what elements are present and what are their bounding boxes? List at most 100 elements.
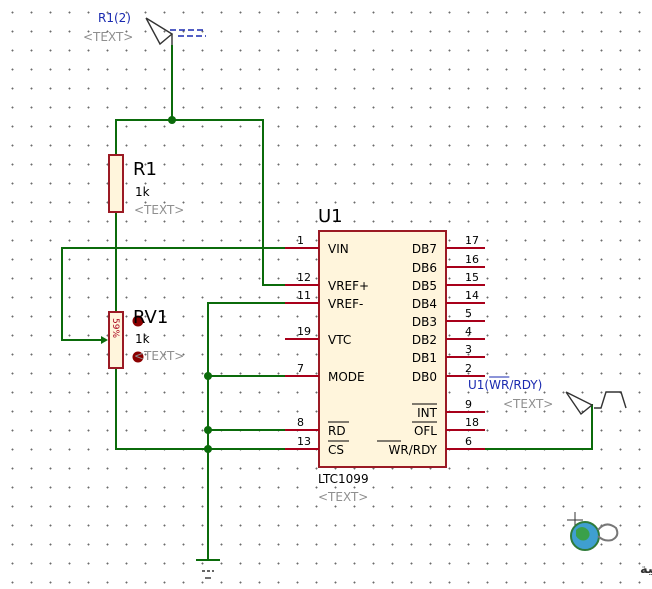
pin-number: 17 xyxy=(465,234,479,247)
pin-number: 4 xyxy=(465,325,472,338)
pin-number: 12 xyxy=(297,271,311,284)
pin-label: DB1 xyxy=(412,351,437,365)
pin-number: 1 xyxy=(297,234,304,247)
junction-cs xyxy=(204,445,212,453)
terminal-r1-2[interactable]: R1(2) <TEXT> xyxy=(83,11,206,46)
pin-label: MODE xyxy=(328,370,365,384)
r1-ref: R1 xyxy=(133,159,157,180)
rv1-ref: RV1 xyxy=(133,307,168,328)
pulse-waveform-icon xyxy=(594,391,627,409)
rv1-text: <TEXT> xyxy=(134,349,184,363)
terminal-u1-wr-rdy[interactable]: U1(WR/RDY) <TEXT> xyxy=(468,376,627,416)
junction-rd xyxy=(204,426,212,434)
pin-number: 9 xyxy=(465,398,472,411)
resistor-r1[interactable]: R1 1k <TEXT> xyxy=(108,154,184,217)
rv1-decrease-button[interactable] xyxy=(132,351,144,363)
terminal-top-name: R1(2) xyxy=(98,11,131,25)
terminal-right-arrow-icon xyxy=(565,391,594,416)
logo-swirl-icon xyxy=(597,523,619,542)
u1-pin-rd[interactable]: 8RD xyxy=(285,416,349,438)
ground-icon[interactable] xyxy=(196,559,220,579)
logo-text: القرية الالكترونية xyxy=(640,562,652,577)
pin-number: 13 xyxy=(297,435,311,448)
r1-body xyxy=(108,154,124,213)
pin-number: 8 xyxy=(297,416,304,429)
u1-pin-wr-rdy[interactable]: 6WR/RDY xyxy=(377,435,485,457)
terminal-right-text: <TEXT> xyxy=(503,397,553,411)
u1-ref: U1 xyxy=(318,206,343,227)
u1-right-pins: 17DB716DB615DB514DB45DB34DB23DB12DB09INT… xyxy=(377,234,485,457)
pin-number: 16 xyxy=(465,253,479,266)
globe-land-icon xyxy=(576,527,590,541)
terminal-right-name: U1(WR/RDY) xyxy=(468,378,542,392)
wire-vref-plus[interactable] xyxy=(262,119,286,286)
pin-label: DB3 xyxy=(412,315,437,329)
pin-number: 5 xyxy=(465,307,472,320)
r1-text: <TEXT> xyxy=(134,203,184,217)
u1-body xyxy=(318,230,447,468)
pin-number: 18 xyxy=(465,416,479,429)
pin-label: DB4 xyxy=(412,297,437,311)
junction-top xyxy=(168,116,176,124)
pin-number: 7 xyxy=(297,362,304,375)
pin-label: DB0 xyxy=(412,370,437,384)
rv1-value: 1k xyxy=(135,332,150,346)
pin-label: WR/RDY xyxy=(389,443,438,457)
pin-label: VREF- xyxy=(328,297,363,311)
pin-number: 14 xyxy=(465,289,479,302)
pin-label: DB7 xyxy=(412,242,437,256)
pin-number: 6 xyxy=(465,435,472,448)
wire-wr-rdy[interactable] xyxy=(484,404,593,450)
wire-vin[interactable] xyxy=(61,247,286,341)
u1-part: LTC1099 xyxy=(318,472,369,486)
watermark-logo: القرية الالكترونية xyxy=(567,512,652,577)
junction-mode xyxy=(204,372,212,380)
pin-label: VTC xyxy=(328,333,351,347)
pin-label: DB6 xyxy=(412,261,437,275)
rv1-wiper-arrow-icon xyxy=(101,336,108,344)
wires xyxy=(61,45,593,561)
pin-label: VREF+ xyxy=(328,279,369,293)
terminal-top-arrow-icon xyxy=(145,17,174,46)
wire-cs[interactable] xyxy=(115,367,286,450)
pin-label: CS xyxy=(328,443,344,457)
pin-label: RD xyxy=(328,424,346,438)
junctions xyxy=(168,116,212,453)
rv1-body xyxy=(108,311,124,369)
pin-number: 3 xyxy=(465,343,472,356)
pin-label: INT xyxy=(417,406,438,420)
terminal-top-text: <TEXT> xyxy=(83,30,133,44)
r1-value: 1k xyxy=(135,185,150,199)
pin-number: 2 xyxy=(465,362,472,375)
pin-label: DB5 xyxy=(412,279,437,293)
potentiometer-rv1[interactable]: 59% RV1 1k <TEXT> xyxy=(98,307,184,369)
wire-vref-minus-gnd[interactable] xyxy=(207,302,286,561)
rv1-wiper-percent: 59% xyxy=(110,318,120,338)
rv1-increase-button[interactable] xyxy=(132,315,144,327)
pin-label: DB2 xyxy=(412,333,437,347)
pin-label: VIN xyxy=(328,242,349,256)
pin-number: 19 xyxy=(297,325,311,338)
pin-number: 11 xyxy=(297,289,311,302)
pin-number: 15 xyxy=(465,271,479,284)
u1-text: <TEXT> xyxy=(318,490,368,504)
